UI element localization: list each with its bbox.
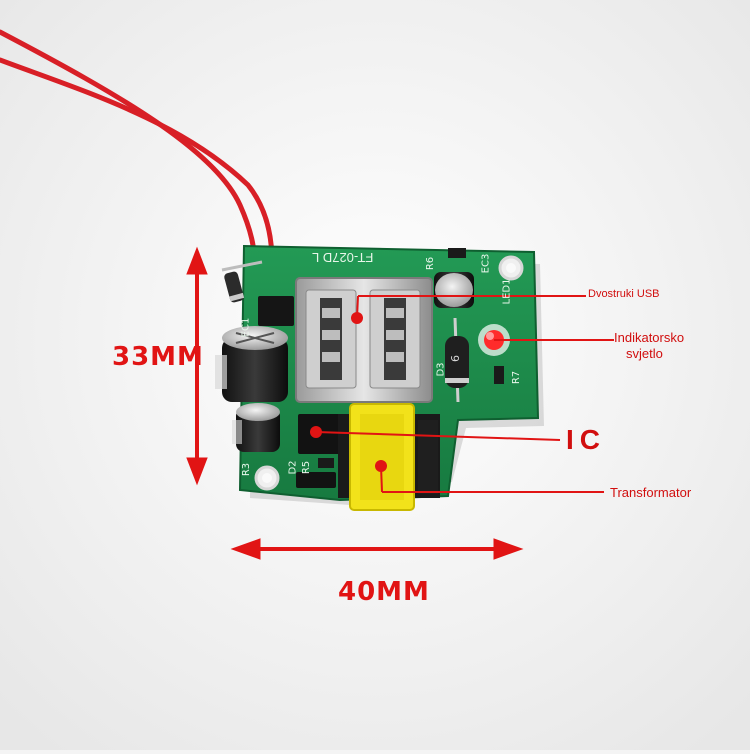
resistor-r6 [448,248,466,258]
indicator-callout-line1: Indikatorsko [614,330,685,345]
axial-diode [221,260,263,303]
pin-header [418,420,438,494]
usb-callout: Dvostruki USB [588,288,660,300]
component-label: D3 [435,362,447,377]
component-label: EC3 [480,253,492,274]
resistor-r7 [494,366,504,384]
diode-marking: 6 [449,355,462,362]
mounting-holes [254,255,524,491]
board-silkscreen: FT-027D L [312,250,374,265]
capacitor-small [232,403,280,452]
component-label: LED1 [501,278,513,305]
diode-d3 [445,317,469,403]
width-dimension-arrow [230,538,524,560]
red-wires [0,29,275,265]
transformer-callout: Transformator [610,485,692,500]
component-label: R6 [425,256,437,271]
component-label: R7 [511,370,523,385]
height-label: 33MM [112,342,204,372]
indicator-callout-line2: svjetlo [626,346,663,361]
component-label: EC1 [240,317,252,338]
annotation-lines [315,295,614,493]
component-label: D2 [287,460,299,475]
component-label: R3 [241,462,253,477]
capacitor-ec1 [215,326,288,402]
smd-chip [258,296,294,326]
resistor-r5 [318,458,334,468]
component-label: R5 [301,460,313,475]
ic-callout: IC [566,424,606,455]
capacitor-ec3 [434,272,474,308]
height-dimension-arrow [186,246,208,486]
usb-connector [295,277,433,403]
smd-part [296,472,336,488]
width-label: 40MM [338,577,430,607]
